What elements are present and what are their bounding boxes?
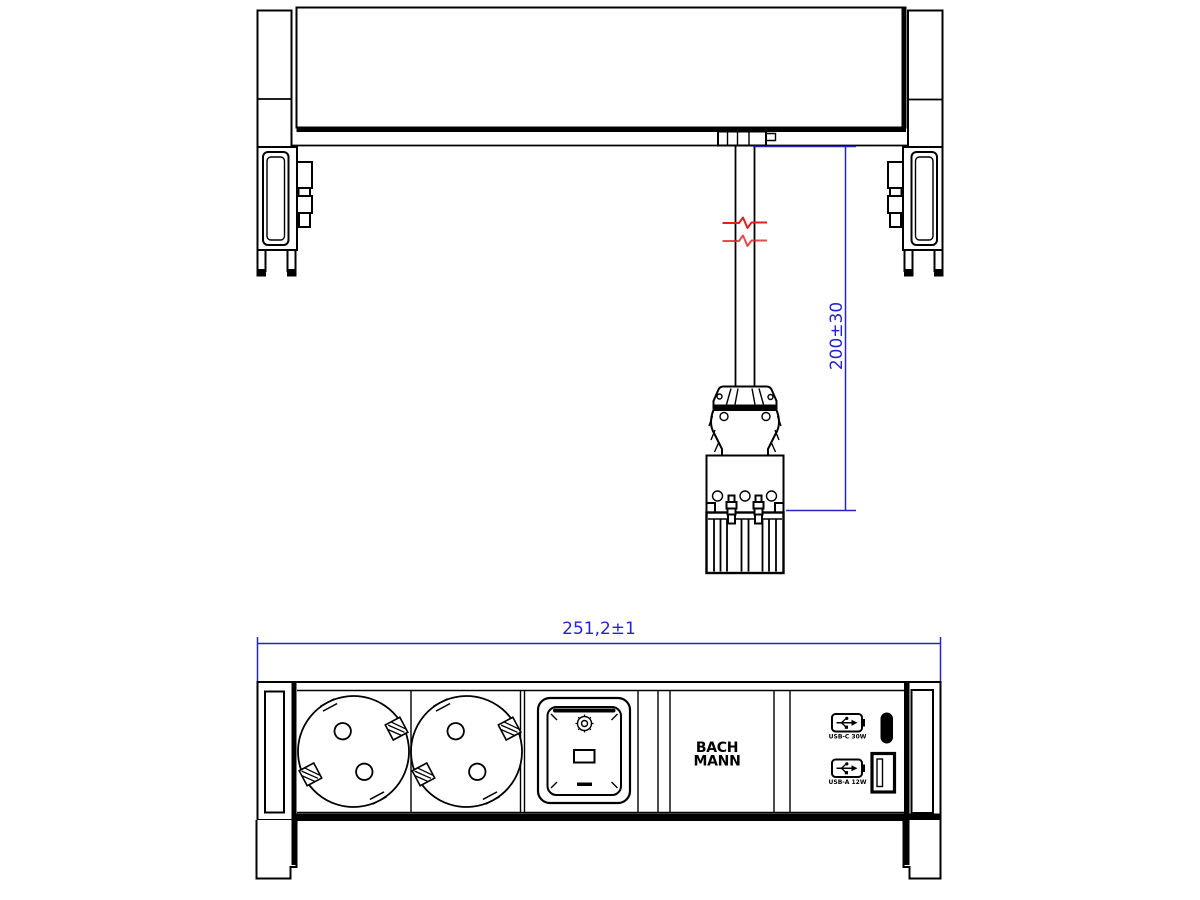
- logo-line-1: BACH: [696, 740, 738, 756]
- cable-mount-bracket: [717, 130, 777, 147]
- clamp-post-left: [256, 9, 293, 148]
- width-dimension: 251,2±1: [256, 619, 942, 681]
- clamp-bracket-right: [887, 146, 944, 277]
- dimension-label-width: 251,2±1: [562, 619, 636, 639]
- usb-charge-icon-bottom: [831, 758, 866, 778]
- usb-a-port: [870, 751, 897, 794]
- connector-screw-left: [725, 494, 738, 525]
- usb-a-label: USB-A 12W: [829, 779, 867, 786]
- usb-charger-module: USB-C 30W USB-A 12W: [829, 712, 897, 794]
- clamp-post-right: [907, 9, 944, 148]
- supply-cable: [734, 145, 756, 388]
- usb-c-label: USB-C 30W: [829, 734, 867, 741]
- front-elevation-view: 200±30: [256, 6, 944, 575]
- connector-screw-right: [752, 494, 765, 525]
- usb-charge-icon-top: [831, 713, 866, 733]
- height-dimension: 200±30: [753, 145, 856, 512]
- connector-terminal-block: [705, 511, 785, 575]
- mounting-leg-left: [255, 820, 298, 880]
- brand-logo: BACH MANN: [693, 740, 740, 770]
- usb-c-port: [880, 712, 893, 744]
- mounting-leg-right: [902, 820, 942, 880]
- front-view-power-strip: 251,2±1: [255, 619, 942, 880]
- dimension-label-height: 200±30: [827, 302, 847, 370]
- clamp-bracket-left: [256, 146, 313, 277]
- gst18-connector: [705, 385, 785, 575]
- switch-dash-mark: [577, 782, 592, 786]
- power-symbol-icon: [575, 714, 594, 733]
- power-switch: [536, 696, 632, 805]
- power-strip-body-side: [292, 6, 908, 147]
- cable-break-symbol: [722, 216, 767, 247]
- logo-line-2: MANN: [693, 754, 740, 770]
- switch-indicator-window: [573, 749, 596, 764]
